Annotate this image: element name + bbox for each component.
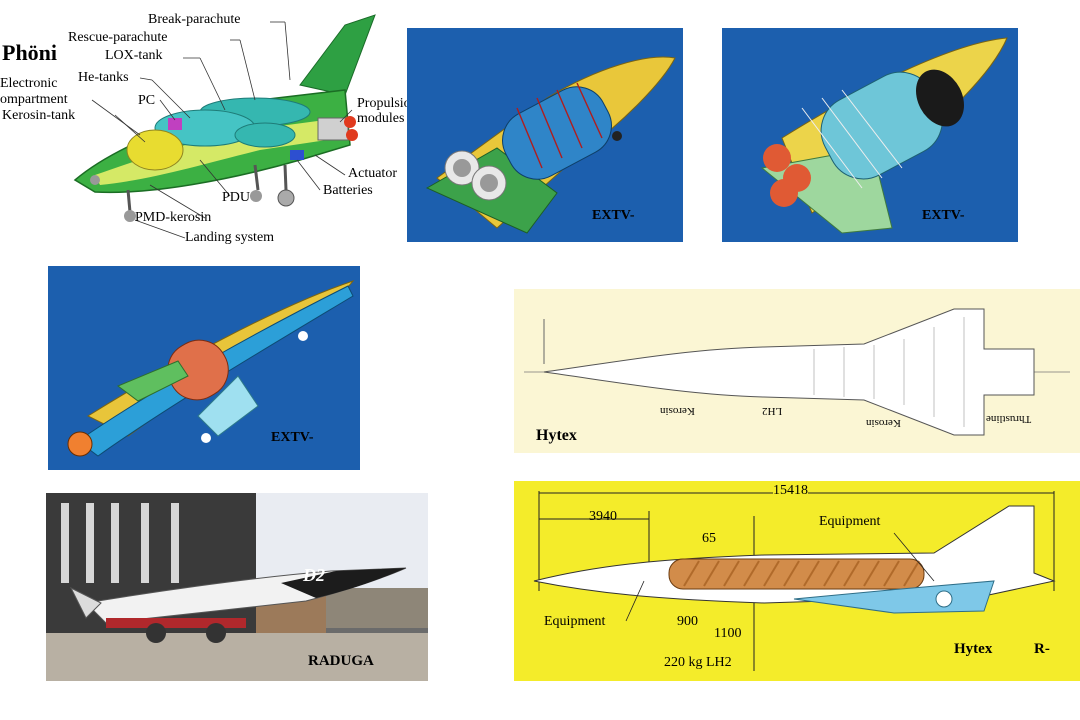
label-pdu: PDU <box>222 190 251 205</box>
hytex-r-dim-900: 900 <box>677 614 698 629</box>
hytex-plan-drawing <box>524 308 1070 436</box>
hytex-r-drawing <box>533 491 1056 671</box>
extv-3-caption: EXTV- <box>271 430 314 445</box>
hytex-plan-label-thrustline: Thrustline <box>986 413 1032 425</box>
extv-1-caption: EXTV- <box>592 208 635 223</box>
label-lox-tank: LOX-tank <box>105 48 163 63</box>
raduga-body-mark: D2 <box>303 565 325 585</box>
hytex-r-dim-1100: 1100 <box>714 626 742 641</box>
phoenix-title: Phöni <box>2 40 58 65</box>
label-compartment: ompartment <box>0 92 68 107</box>
label-modules: modules <box>357 111 405 126</box>
hytex-r-dim-65: 65 <box>702 531 716 546</box>
phoenix-diagram: Phöni Break-parachute Rescue-parachute L… <box>0 0 430 255</box>
phoenix-cutaway-drawing <box>73 14 376 239</box>
hytex-plan-caption: Hytex <box>536 427 577 444</box>
label-kerosin-tank: Kerosin-tank <box>2 108 76 123</box>
raduga-photo: D2 RADUGA <box>46 493 428 681</box>
extv-panel-1: EXTV- <box>407 28 683 242</box>
label-propulsion: Propulsion <box>357 96 418 111</box>
hytex-plan-label-kerosin-right: Kerosin <box>866 417 901 429</box>
hytex-plan-label-lh2: LH2 <box>762 405 783 417</box>
label-rescue-parachute: Rescue-parachute <box>68 30 168 45</box>
label-electronic: Electronic <box>0 76 58 91</box>
extv-1-drawing <box>425 56 676 234</box>
label-he-tanks: He-tanks <box>78 70 129 85</box>
label-pmd-kerosin: PMD-kerosin <box>135 210 212 225</box>
label-pc: PC <box>138 93 156 108</box>
hytex-r-panel: 15418 3940 Equipment 65 Equipment 900 11… <box>514 481 1080 681</box>
extv-2-drawing <box>760 37 1008 234</box>
label-actuator: Actuator <box>348 166 397 181</box>
hytex-r-label-fuel: 220 kg LH2 <box>664 655 732 670</box>
hytex-r-caption-suffix: R- <box>1034 641 1050 657</box>
hytex-r-label-equipment-left: Equipment <box>544 614 606 629</box>
hytex-plan-label-kerosin-left: Kerosin <box>660 405 695 417</box>
extv-panel-2: EXTV- <box>722 28 1018 242</box>
hytex-plan-panel: Kerosin LH2 Kerosin Thrustline Hytex <box>514 289 1080 453</box>
raduga-caption: RADUGA <box>308 653 374 669</box>
extv-panel-3: EXTV- <box>48 266 360 470</box>
hytex-r-dim-total: 15418 <box>773 483 808 499</box>
raduga-photo-drawing <box>46 493 428 681</box>
hytex-r-dim-nose: 3940 <box>589 509 617 524</box>
hytex-r-label-equipment-top: Equipment <box>819 514 881 529</box>
extv-3-drawing <box>67 280 355 457</box>
label-batteries: Batteries <box>323 183 373 198</box>
label-break-parachute: Break-parachute <box>148 12 241 27</box>
label-landing-system: Landing system <box>185 230 275 245</box>
extv-2-caption: EXTV- <box>922 208 965 223</box>
hytex-r-caption: Hytex <box>954 641 993 657</box>
